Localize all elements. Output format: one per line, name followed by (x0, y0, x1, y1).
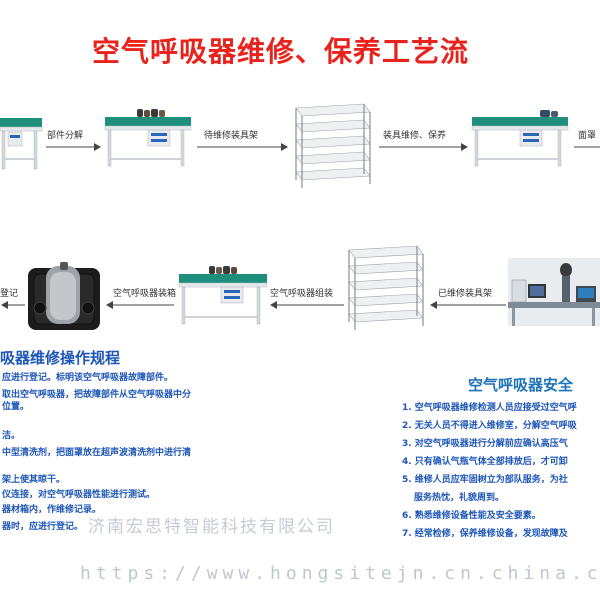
flow-arrow-2 (195, 140, 290, 154)
safety-item: 4.只有确认气瓶气体全部排放后，才可卸 (402, 456, 577, 468)
test-station-photo (508, 258, 600, 326)
safety-item: 6.熟悉维修设备性能及安全要素。 (402, 510, 577, 522)
flow-arrow-8 (428, 298, 508, 312)
procedure-line: 仪连接，对空气呼吸器性能进行测试。 (2, 489, 191, 501)
company-watermark: 济南宏思特智能科技有限公司 (88, 512, 335, 537)
procedure-line: 位置。 (2, 401, 191, 413)
url-watermark: https://www.hongsitejn.cn.china.cn (80, 563, 600, 584)
workbench-2 (103, 108, 193, 168)
page-title: 空气呼吸器维修、保养工艺流 (92, 30, 469, 70)
procedure-line (2, 459, 191, 471)
flow-arrow-7 (268, 298, 346, 312)
procedure-line: 架上使其晾干。 (2, 474, 191, 486)
maintenance-procedure-heading: 吸器维修操作规程 (0, 347, 120, 368)
flow-arrow-6 (104, 298, 176, 312)
procedure-line: 应进行登记。标明该空气呼吸器故障部件。 (2, 372, 191, 384)
procedure-line: 洁。 (2, 430, 191, 442)
safety-item: 7.经常检修，保养维修设备，发现故障及 (402, 528, 577, 540)
flow-arrow-3 (377, 140, 470, 154)
safety-item: 1.空气呼吸器维修检测人员应接受过空气呼 (402, 402, 577, 414)
procedure-line: 取出空气呼吸器，把故障部件从空气呼吸器中分 (2, 389, 191, 401)
workbench-3 (470, 108, 570, 168)
safety-rules-list: 1.空气呼吸器维修检测人员应接受过空气呼 2.无关人员不得进入维修室，分解空气呼… (402, 402, 577, 540)
safety-item: 5.维修人员应牢固树立为部队服务，为社 (402, 474, 577, 486)
maintenance-procedure-list: 应进行登记。标明该空气呼吸器故障部件。 取出空气呼吸器，把故障部件从空气呼吸器中… (2, 372, 191, 533)
procedure-line: 中型清洗剂，把面罩放在超声波清洗剂中进行清 (2, 447, 191, 459)
safety-item: 2.无关人员不得进入维修室，分解空气呼吸 (402, 420, 577, 432)
shelf-rack-2 (345, 242, 427, 332)
flow-arrow-5 (0, 298, 26, 312)
procedure-line (2, 413, 191, 427)
workbench-1 (0, 112, 44, 172)
breathing-apparatus-case (26, 262, 102, 334)
safety-item: 3.对空气呼吸器进行分解前应确认高压气 (402, 438, 577, 450)
workbench-4 (177, 264, 269, 326)
shelf-rack-1 (292, 100, 374, 190)
safety-rules-heading: 空气呼吸器安全 (468, 374, 573, 395)
flow-arrow-1 (44, 140, 102, 154)
safety-item: 服务热忱，礼貌周到。 (414, 492, 577, 504)
flow-arrow-4 (572, 140, 600, 154)
